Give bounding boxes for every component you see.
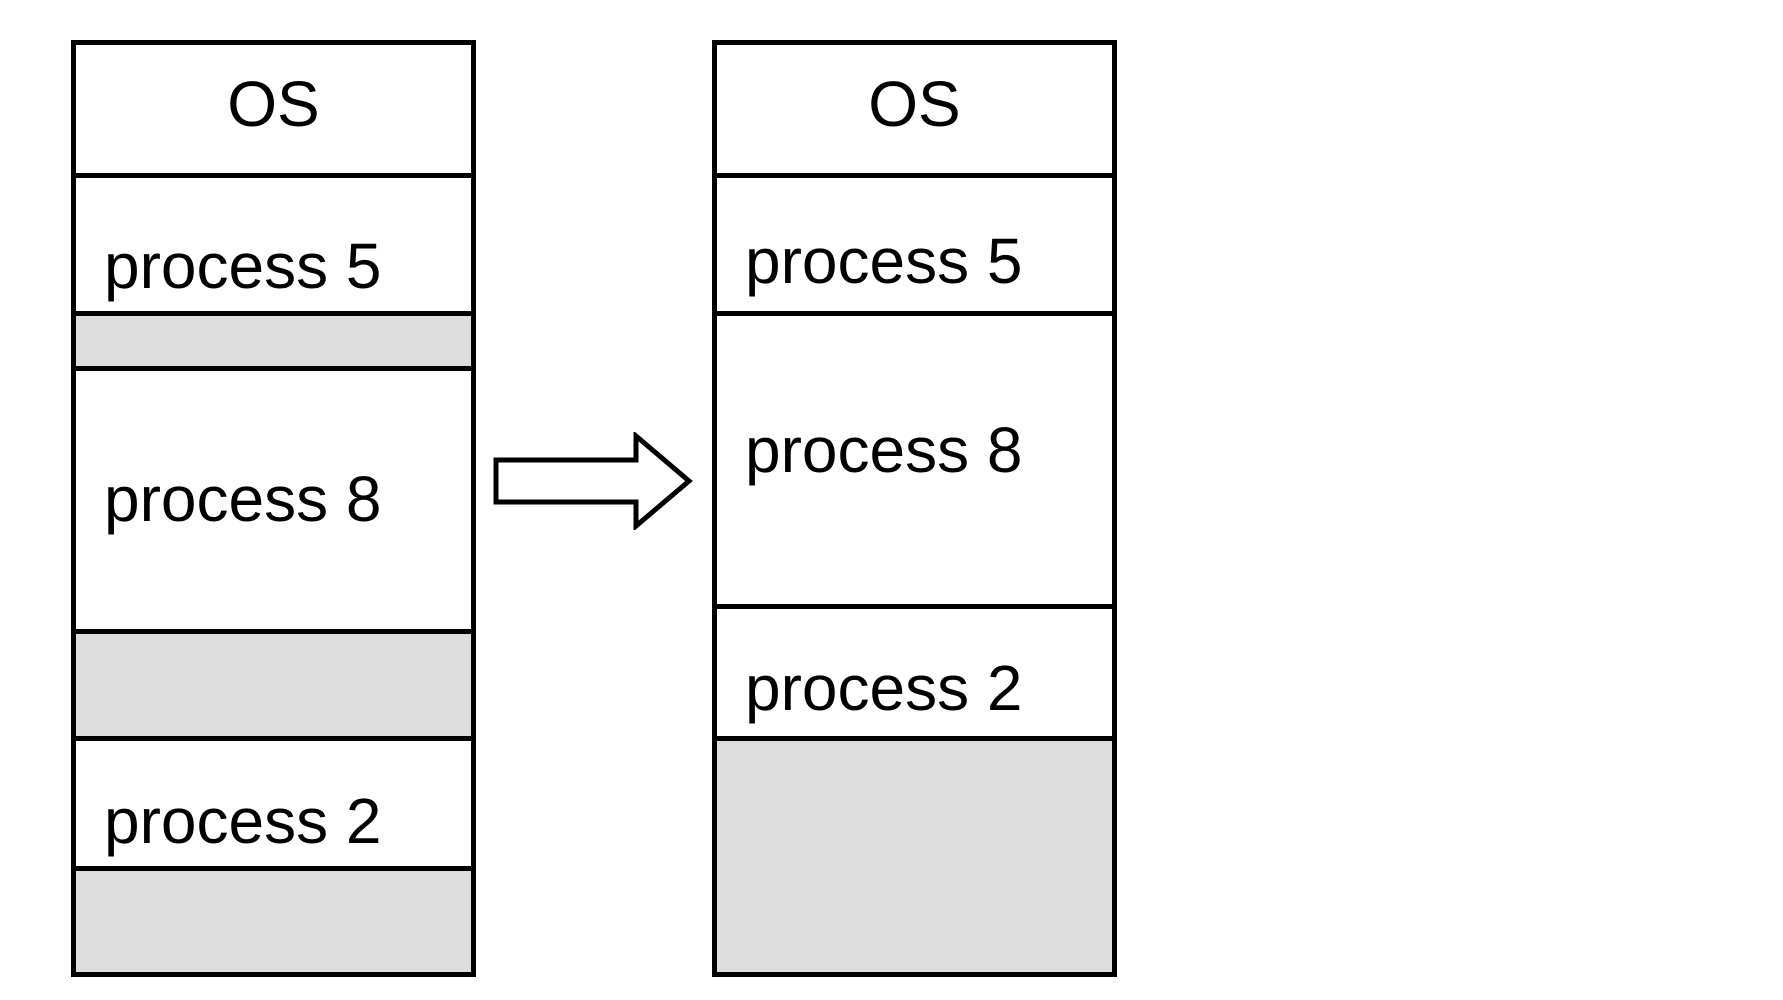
free-block <box>76 311 471 366</box>
process-block-5: process 5 <box>717 173 1112 311</box>
process-block-2: process 2 <box>76 736 471 866</box>
free-block <box>76 866 471 972</box>
process-block-2: process 2 <box>717 604 1112 736</box>
process-block-8: process 8 <box>76 366 471 629</box>
free-block <box>76 629 471 736</box>
os-label: OS <box>227 68 320 140</box>
os-block: OS <box>717 45 1112 173</box>
free-block <box>717 736 1112 972</box>
memory-layout-after: OS process 5 process 8 process 2 <box>712 40 1117 977</box>
memory-layout-before: OS process 5 process 8 process 2 <box>71 40 476 977</box>
right-arrow-icon <box>493 432 693 530</box>
os-block: OS <box>76 45 471 173</box>
process-label: process 8 <box>745 414 1023 486</box>
process-label: process 2 <box>745 652 1023 724</box>
os-label: OS <box>868 68 961 140</box>
process-block-5: process 5 <box>76 173 471 311</box>
process-label: process 5 <box>745 225 1023 297</box>
process-label: process 5 <box>104 230 382 302</box>
process-label: process 2 <box>104 785 382 857</box>
process-label: process 8 <box>104 463 382 535</box>
process-block-8: process 8 <box>717 311 1112 604</box>
